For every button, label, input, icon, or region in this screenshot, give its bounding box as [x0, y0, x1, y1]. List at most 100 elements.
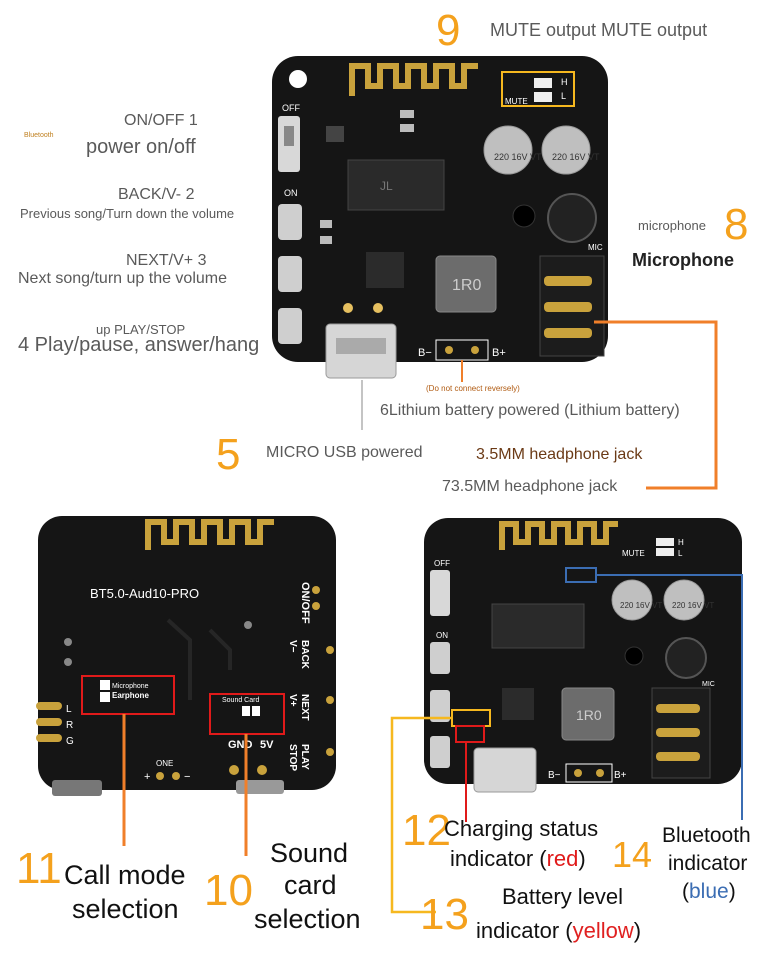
cap-text-1: 220 16V VT	[494, 152, 542, 162]
onoff-desc: power on/off	[86, 136, 196, 158]
sound-label: Sound	[270, 838, 349, 868]
led-pad-1	[343, 303, 353, 313]
board2-capacitor-2	[663, 579, 705, 621]
led-pad-2	[373, 303, 383, 313]
back-gnd-pad	[229, 765, 239, 775]
inductor-label: 1R0	[452, 277, 481, 294]
board2-mute-res-2	[656, 548, 674, 556]
mute-output-label: MUTE output MUTE output	[490, 20, 708, 40]
board2-inductor-label: 1R0	[576, 707, 602, 723]
board2-main-chip	[491, 603, 585, 649]
back-r: R	[66, 720, 73, 731]
jack-pin-1	[544, 276, 592, 286]
callout-number-14: 14	[612, 834, 653, 875]
sound-card-pad-2	[252, 706, 260, 716]
call-mode-label: Call mode	[64, 860, 186, 890]
back-onoff: ON/OFF	[299, 582, 311, 624]
smd-ic-2	[366, 252, 404, 288]
silk-mute: MUTE	[505, 97, 528, 106]
board2-button-2	[430, 690, 450, 722]
button-back	[278, 204, 302, 240]
back-play: PLAY	[299, 744, 310, 770]
back-stop: STOP	[287, 744, 298, 771]
board2-mute-res-1	[656, 538, 674, 546]
play-desc: 4 Play/pause, answer/hang	[18, 334, 260, 356]
back-5v: 5V	[260, 739, 274, 751]
silk-off: OFF	[282, 103, 300, 113]
battery-level-label: Battery level	[502, 884, 624, 909]
charging-indicator-prefix: indicator (	[450, 846, 547, 871]
back-title: BACK/V- 2	[118, 186, 195, 203]
back-desc: Previous song/Turn down the volume	[20, 206, 235, 221]
sound-card-pad-1	[242, 706, 250, 716]
bluetooth-title: Bluetooth	[662, 824, 751, 847]
next-desc: Next song/turn up the volume	[18, 270, 228, 287]
mount-hole-2	[289, 70, 307, 88]
leader-jack	[594, 320, 718, 490]
board2-battery-pad-2	[596, 769, 604, 777]
callout-number-12: 12	[402, 806, 451, 855]
silk-h: H	[561, 77, 568, 87]
onoff-title: ON/OFF 1	[124, 112, 198, 129]
main-chip	[347, 159, 445, 211]
back-gnd: GND	[228, 739, 253, 751]
back-model: BT5.0-Aud10-PRO	[90, 586, 199, 601]
mute-pin-box	[501, 71, 575, 107]
antenna-trace	[349, 63, 478, 96]
board2-cap-text-1: 220 16V VT	[620, 601, 662, 610]
board2-silk-mute: MUTE	[622, 549, 645, 558]
back-l: L	[66, 704, 72, 715]
jack-pin-2	[544, 302, 592, 312]
jack-pin-3	[544, 328, 592, 338]
inductor	[435, 255, 497, 313]
mount-hole-1	[512, 204, 536, 228]
cap-text-2: 220 16V VT	[552, 152, 600, 162]
bluetooth-color-line: (blue)	[682, 880, 736, 904]
bluetooth-open-paren: (	[682, 880, 689, 903]
battery-indicator-suffix: )	[633, 918, 642, 943]
back-hole-3	[244, 621, 252, 629]
micro-usb-slot	[336, 338, 386, 354]
board2-mount-hole	[624, 646, 644, 666]
do-not-connect-label: (Do not connect reversely)	[426, 384, 520, 393]
board2-silk-off: OFF	[434, 559, 450, 568]
charging-indicator-suffix: )	[578, 846, 586, 871]
call-mode-selection: selection	[72, 894, 179, 924]
call-mode-box	[81, 675, 175, 715]
card-label: card	[284, 870, 337, 900]
back-board-pcb	[38, 516, 336, 790]
bluetooth-indicator-label: indicator	[668, 852, 748, 875]
board2-jack-pin-1	[656, 704, 700, 713]
back-hole-1	[64, 638, 72, 646]
micro-usb-label: MICRO USB powered	[266, 444, 423, 461]
play-title: up PLAY/STOP	[96, 322, 186, 337]
board2-battery-pad-box	[565, 763, 613, 783]
front-board-2: MUTE H L OFF ON 220 16V VT 220 16V VT MI…	[424, 518, 742, 793]
charging-status-label: Charging status	[444, 816, 599, 841]
back-earphone: Earphone	[112, 691, 149, 700]
board2-button-1	[430, 642, 450, 674]
board2-silk-bminus: B−	[548, 770, 561, 781]
battery-indicator-color: yellow	[572, 918, 634, 943]
back-pad-5	[326, 748, 334, 756]
back-plus: +	[144, 771, 150, 783]
callout-number-11: 11	[16, 844, 62, 893]
back-vplus: V+	[287, 694, 298, 707]
headphone-jack-label-1: 3.5MM headphone jack	[476, 446, 643, 463]
silk-mic: MIC	[588, 243, 603, 252]
charging-indicator-line: indicator (red)	[450, 846, 586, 872]
back-antenna-trace	[145, 519, 274, 550]
battery-pad-plus	[471, 346, 479, 354]
board2-capacitor-1	[611, 579, 653, 621]
back-board: BT5.0-Aud10-PRO ON/OFF V− BACK V+ NEXT S…	[36, 516, 336, 796]
capacitor-2	[541, 125, 591, 175]
back-pad-r	[36, 718, 62, 726]
back-battery-pad-1	[156, 772, 164, 780]
smd-part-3	[400, 124, 414, 132]
back-jack-edge	[52, 780, 102, 796]
bluetooth-color: blue	[689, 880, 729, 903]
leader-bluetooth	[596, 574, 743, 820]
battery-label: 6Lithium battery powered (Lithium batter…	[380, 402, 680, 419]
back-soundcard: Sound Card	[222, 697, 259, 704]
